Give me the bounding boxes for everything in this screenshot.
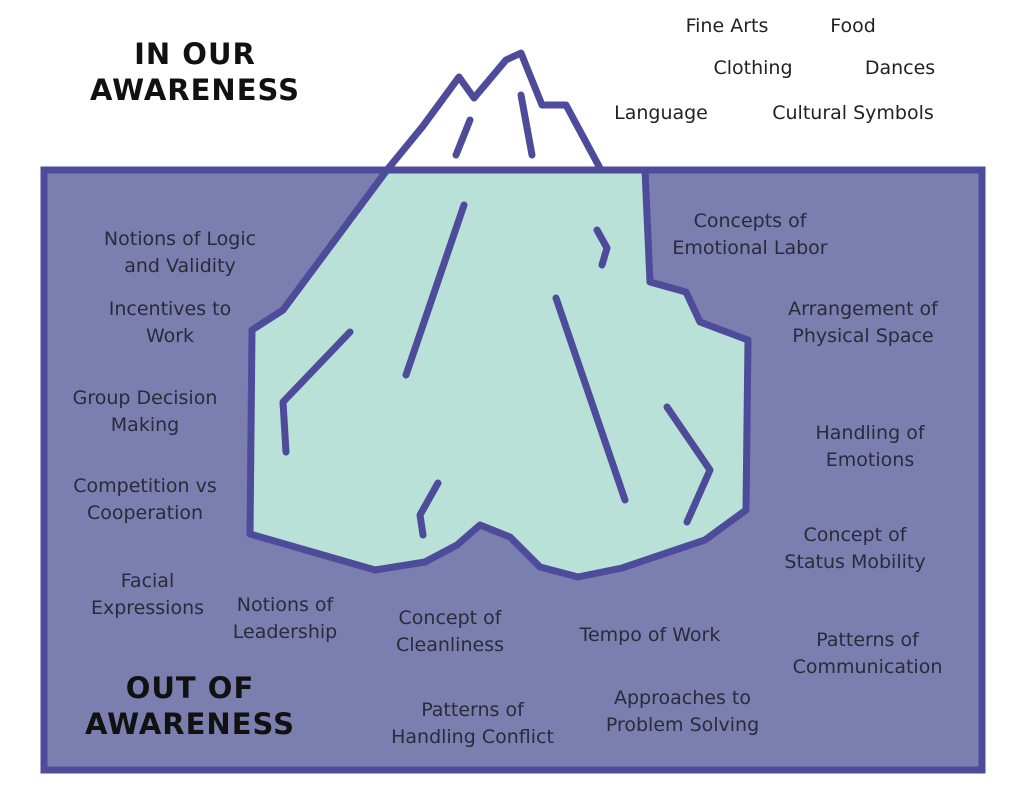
label-line: Handling of — [815, 422, 925, 444]
label-line: Expressions — [90, 597, 205, 619]
label-line: and Validity — [124, 255, 236, 277]
label-patterns-of-handling-conflict: Patterns of Handling Conflict — [375, 697, 570, 751]
label-line: Communication — [792, 656, 943, 678]
label-line: Patterns of — [816, 629, 919, 651]
label-line: Fine Arts — [685, 15, 769, 37]
label-line: Problem Solving — [605, 714, 760, 736]
label-line: Tempo of Work — [579, 624, 721, 646]
label-line: Physical Space — [792, 325, 934, 347]
label-competition-vs-cooperation: Competition vs Cooperation — [55, 473, 235, 527]
label-line: Cultural Symbols — [772, 102, 934, 124]
label-fine-arts: Fine Arts — [667, 13, 787, 40]
iceberg-tip — [383, 49, 605, 174]
label-line: Concept of — [398, 607, 502, 629]
label-clothing: Clothing — [693, 55, 813, 82]
label-line: Language — [614, 102, 708, 124]
heading-line: AWARENESS — [90, 73, 300, 107]
label-line: Food — [830, 15, 876, 37]
label-cultural-symbols: Cultural Symbols — [748, 100, 958, 127]
in-our-awareness-heading: IN OUR AWARENESS — [60, 36, 330, 108]
label-line: Handling Conflict — [391, 726, 554, 748]
label-language: Language — [596, 100, 726, 127]
label-facial-expressions: Facial Expressions — [80, 568, 215, 622]
label-line: Incentives to — [108, 298, 232, 320]
label-line: Arrangement of — [788, 298, 938, 320]
label-line: Facial — [120, 570, 175, 592]
label-approaches-to-problem-solving: Approaches to Problem Solving — [590, 685, 775, 739]
label-concepts-of-emotional-labor: Concepts of Emotional Labor — [655, 208, 845, 262]
label-arrangement-of-physical-space: Arrangement of Physical Space — [768, 296, 958, 350]
label-incentives-to-work: Incentives to Work — [85, 296, 255, 350]
label-line: Concept of — [803, 524, 907, 546]
out-of-awareness-heading: OUT OF AWARENESS — [55, 670, 325, 742]
label-dances: Dances — [845, 55, 955, 82]
label-patterns-of-communication: Patterns of Communication — [775, 627, 960, 681]
heading-line: OUT OF — [125, 671, 255, 705]
heading-line: IN OUR — [134, 37, 256, 71]
label-line: Notions of — [236, 594, 334, 616]
label-line: Cooperation — [86, 502, 204, 524]
label-handling-of-emotions: Handling of Emotions — [790, 420, 950, 474]
label-tempo-of-work: Tempo of Work — [560, 622, 740, 649]
label-notions-of-leadership: Notions of Leadership — [220, 592, 350, 646]
label-line: Dances — [864, 57, 936, 79]
label-line: Concepts of — [693, 210, 807, 232]
label-line: Making — [110, 414, 180, 436]
label-line: Status Mobility — [784, 551, 926, 573]
label-line: Clothing — [713, 57, 793, 79]
label-line: Approaches to — [614, 687, 751, 709]
label-line: Emotions — [825, 449, 915, 471]
label-concept-of-status-mobility: Concept of Status Mobility — [765, 522, 945, 576]
label-line: Patterns of — [421, 699, 524, 721]
label-concept-of-cleanliness: Concept of Cleanliness — [380, 605, 520, 659]
label-line: Competition vs — [73, 475, 217, 497]
iceberg-crack-lines — [279, 91, 714, 539]
label-group-decision-making: Group Decision Making — [55, 385, 235, 439]
label-line: Notions of Logic — [103, 228, 257, 250]
label-line: Leadership — [232, 621, 338, 643]
label-food: Food — [808, 13, 898, 40]
label-line: Cleanliness — [395, 634, 504, 656]
iceberg-underwater-body — [246, 166, 752, 581]
label-line: Work — [145, 325, 195, 347]
heading-line: AWARENESS — [85, 707, 295, 741]
label-notions-of-logic: Notions of Logic and Validity — [75, 226, 285, 280]
label-line: Group Decision — [72, 387, 218, 409]
label-line: Emotional Labor — [672, 237, 828, 259]
